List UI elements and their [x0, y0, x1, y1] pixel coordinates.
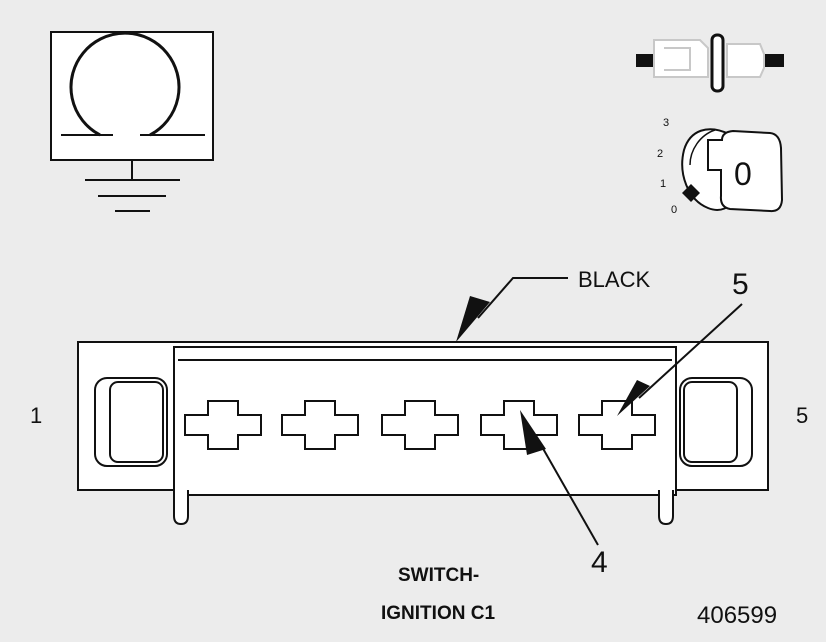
terminal-cavity-3 — [381, 400, 459, 450]
terminal-cavity-1 — [184, 400, 262, 450]
inline-connector-icon — [636, 33, 784, 93]
component-name-line2: IGNITION C1 — [381, 603, 496, 624]
ground-monitor-icon — [50, 31, 214, 212]
connector-color-label: BLACK — [578, 267, 651, 292]
component-name-line1: SWITCH- — [398, 565, 480, 586]
figure-number: 406599 — [697, 602, 778, 629]
pin-5-label: 5 — [796, 403, 809, 428]
key-face-label: 0 — [734, 156, 752, 192]
terminal-cavity-5 — [578, 400, 656, 450]
terminal-cavity-2 — [281, 400, 359, 450]
callout-leaders — [456, 277, 743, 546]
callout-top-number: 5 — [732, 268, 749, 301]
callout-bottom-number: 4 — [591, 546, 608, 579]
key-position-2: 2 — [657, 148, 664, 160]
pin-1-label: 1 — [30, 403, 43, 428]
key-position-0: 0 — [671, 204, 678, 216]
ignition-key-icon — [681, 128, 784, 213]
key-position-3: 3 — [663, 117, 670, 129]
key-position-1: 1 — [660, 178, 667, 190]
